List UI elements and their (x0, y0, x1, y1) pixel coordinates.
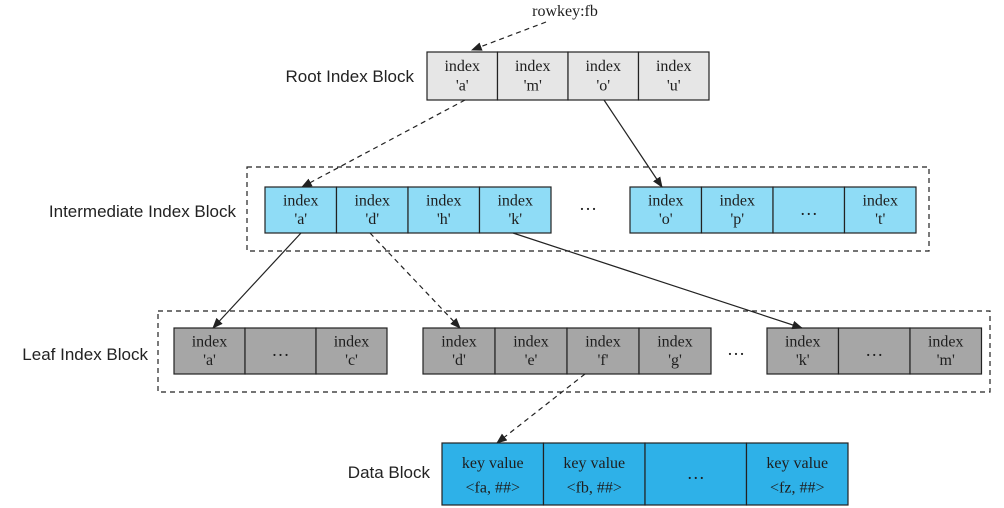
root-cell-title: index (656, 58, 692, 75)
intermediate-cell-key: 'h' (437, 211, 451, 228)
leaf-cell-box (909, 327, 983, 375)
arrow-intermediate-k-to-leaf-k (512, 232, 804, 330)
intermediate-cell-box (843, 186, 917, 234)
root-cell-key: 'm' (524, 77, 542, 94)
root-index-block: index 'a' index 'm' index 'o' index 'u' (426, 51, 710, 101)
leaf-cell-title: index (192, 333, 228, 350)
intermediate-cell-title: index (862, 192, 898, 209)
leaf-cell-title: index (928, 333, 964, 350)
intermediate-index-block-label: Intermediate Index Block (49, 202, 237, 221)
leaf-block-group-2: index 'd' index 'e' index 'f' index 'g' (422, 327, 712, 375)
root-cell-box (637, 51, 710, 101)
leaf-cell-box (638, 327, 712, 375)
data-cell-key: <fa, ##> (466, 480, 520, 497)
arrow-root-o-to-intermediate-o (603, 99, 663, 188)
data-cell-box (745, 442, 849, 506)
leaf-cell-title: index (334, 333, 370, 350)
arrow-leaf-f-to-data-fb (496, 373, 586, 444)
leaf-cell-title: index (441, 333, 477, 350)
leaf-cell-key: 'k' (796, 352, 810, 369)
intermediate-cell-key: 'o' (659, 211, 673, 228)
intermediate-cell-box (478, 186, 552, 234)
root-cell-title: index (585, 58, 621, 75)
leaf-cell-key: 'f' (597, 352, 608, 369)
leaf-cell-title: index (785, 333, 821, 350)
intermediate-cell-key: 't' (875, 211, 885, 228)
intermediate-cell-title: index (719, 192, 755, 209)
intermediate-cell-box (700, 186, 774, 234)
arrow-rowkey-to-root (470, 21, 547, 51)
data-cell-ellipsis: … (687, 463, 705, 483)
leaf-cell-key: 'd' (452, 352, 466, 369)
intermediate-cell-key: 'a' (294, 211, 307, 228)
leaf-cell-key: 'a' (203, 352, 216, 369)
leaf-cell-box (566, 327, 640, 375)
data-cell-box (542, 442, 646, 506)
root-cell-key: 'u' (667, 77, 681, 94)
leaf-block-group-3: index 'k' … index 'm' (766, 327, 983, 375)
intermediate-cell-key: 'p' (730, 211, 744, 228)
data-cell-key: <fb, ##> (567, 480, 622, 497)
leaf-cell-key: 'c' (345, 352, 358, 369)
intermediate-cell-ellipsis: … (800, 199, 818, 219)
intermediate-cell-box (335, 186, 409, 234)
intermediate-cell-box (407, 186, 481, 234)
root-cell-box (496, 51, 569, 101)
root-cell-key: 'o' (596, 77, 610, 94)
leaf-cell-title: index (513, 333, 549, 350)
leaf-cell-box (244, 327, 317, 375)
leaf-cell-key: 'm' (937, 352, 955, 369)
intermediate-gap-ellipsis: … (579, 194, 597, 214)
leaf-cell-key: 'g' (668, 352, 682, 369)
arrow-intermediate-a-to-leaf-a (212, 232, 302, 329)
intermediate-cell-box (264, 186, 338, 234)
data-cell-title: key value (563, 455, 625, 472)
data-cell-box (644, 442, 748, 506)
leaf-cell-ellipsis: … (865, 340, 883, 360)
data-block: key value <fa, ##> key value <fb, ##> … key v… (441, 442, 849, 506)
data-cell-title: key value (766, 455, 828, 472)
data-block-label: Data Block (348, 463, 431, 482)
intermediate-cell-title: index (426, 192, 462, 209)
leaf-cell-title: index (657, 333, 693, 350)
rowkey-label: rowkey:fb (532, 3, 598, 20)
arrow-intermediate-d-to-leaf-d (369, 232, 461, 329)
intermediate-cell-title: index (648, 192, 684, 209)
root-cell-title: index (444, 58, 480, 75)
leaf-index-block-label: Leaf Index Block (22, 345, 148, 364)
intermediate-cell-key: 'd' (365, 211, 379, 228)
leaf-cell-ellipsis: … (272, 340, 290, 360)
leaf-level-frame (157, 310, 991, 393)
root-index-block-label: Root Index Block (285, 67, 414, 86)
leaf-cell-title: index (585, 333, 621, 350)
arrow-root-a-to-intermediate-a (301, 99, 466, 188)
data-cell-key: <fz, ##> (770, 480, 824, 497)
intermediate-cell-box (629, 186, 703, 234)
leaf-cell-box (315, 327, 388, 375)
data-cell-title: key value (462, 455, 524, 472)
intermediate-cell-box (772, 186, 846, 234)
intermediate-block-group-2: index 'o' index 'p' … index 't' (629, 186, 917, 234)
root-cell-title: index (515, 58, 551, 75)
intermediate-cell-title: index (283, 192, 319, 209)
leaf-cell-key: 'e' (525, 352, 538, 369)
intermediate-level-frame (246, 166, 930, 252)
leaf-cell-box (173, 327, 246, 375)
intermediate-block-group-1: index 'a' index 'd' index 'h' index 'k' (264, 186, 552, 234)
intermediate-cell-title: index (497, 192, 533, 209)
intermediate-cell-title: index (354, 192, 390, 209)
root-cell-key: 'a' (456, 77, 469, 94)
intermediate-cell-key: 'k' (508, 211, 522, 228)
leaf-gap-ellipsis: … (727, 339, 745, 359)
leaf-block-group-1: index 'a' … index 'c' (173, 327, 388, 375)
